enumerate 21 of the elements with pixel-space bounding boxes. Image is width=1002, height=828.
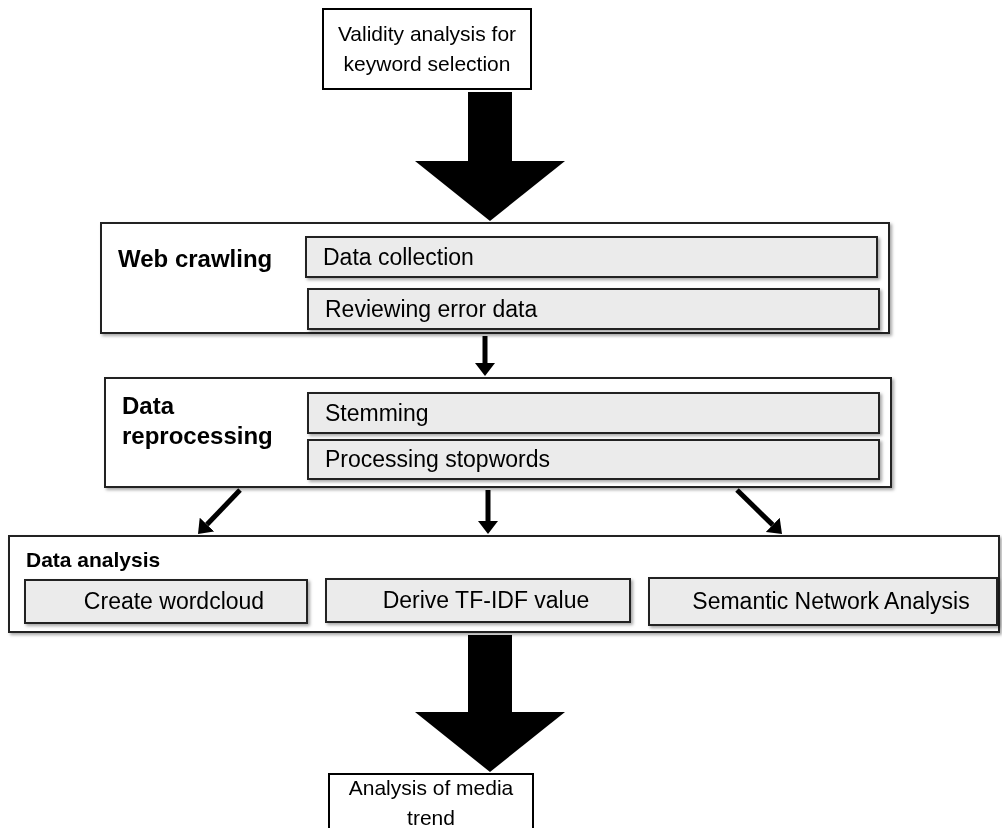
- process-box: Processing stopwords: [307, 439, 880, 480]
- arrow: [735, 488, 782, 534]
- group-box: [100, 222, 890, 334]
- process-box: Semantic Network Analysis: [648, 577, 998, 626]
- process-box: Derive TF-IDF value: [325, 578, 631, 623]
- group-box: [8, 535, 1000, 633]
- group-heading: Data reprocessing: [122, 391, 274, 451]
- arrow: [475, 336, 495, 376]
- process-box: Create wordcloud: [24, 579, 308, 624]
- group-heading: Web crawling: [118, 244, 274, 274]
- process-box: Stemming: [307, 392, 880, 434]
- process-box: Analysis of media trend: [328, 773, 534, 828]
- arrow: [415, 635, 565, 772]
- process-box: Reviewing error data: [307, 288, 880, 330]
- process-box: Validity analysis for keyword selection: [322, 8, 532, 90]
- group-box: [104, 377, 892, 488]
- arrow: [415, 92, 565, 221]
- arrow: [478, 490, 498, 534]
- group-heading: Data analysis: [26, 547, 161, 573]
- process-box: Data collection: [305, 236, 878, 278]
- arrow: [198, 488, 242, 534]
